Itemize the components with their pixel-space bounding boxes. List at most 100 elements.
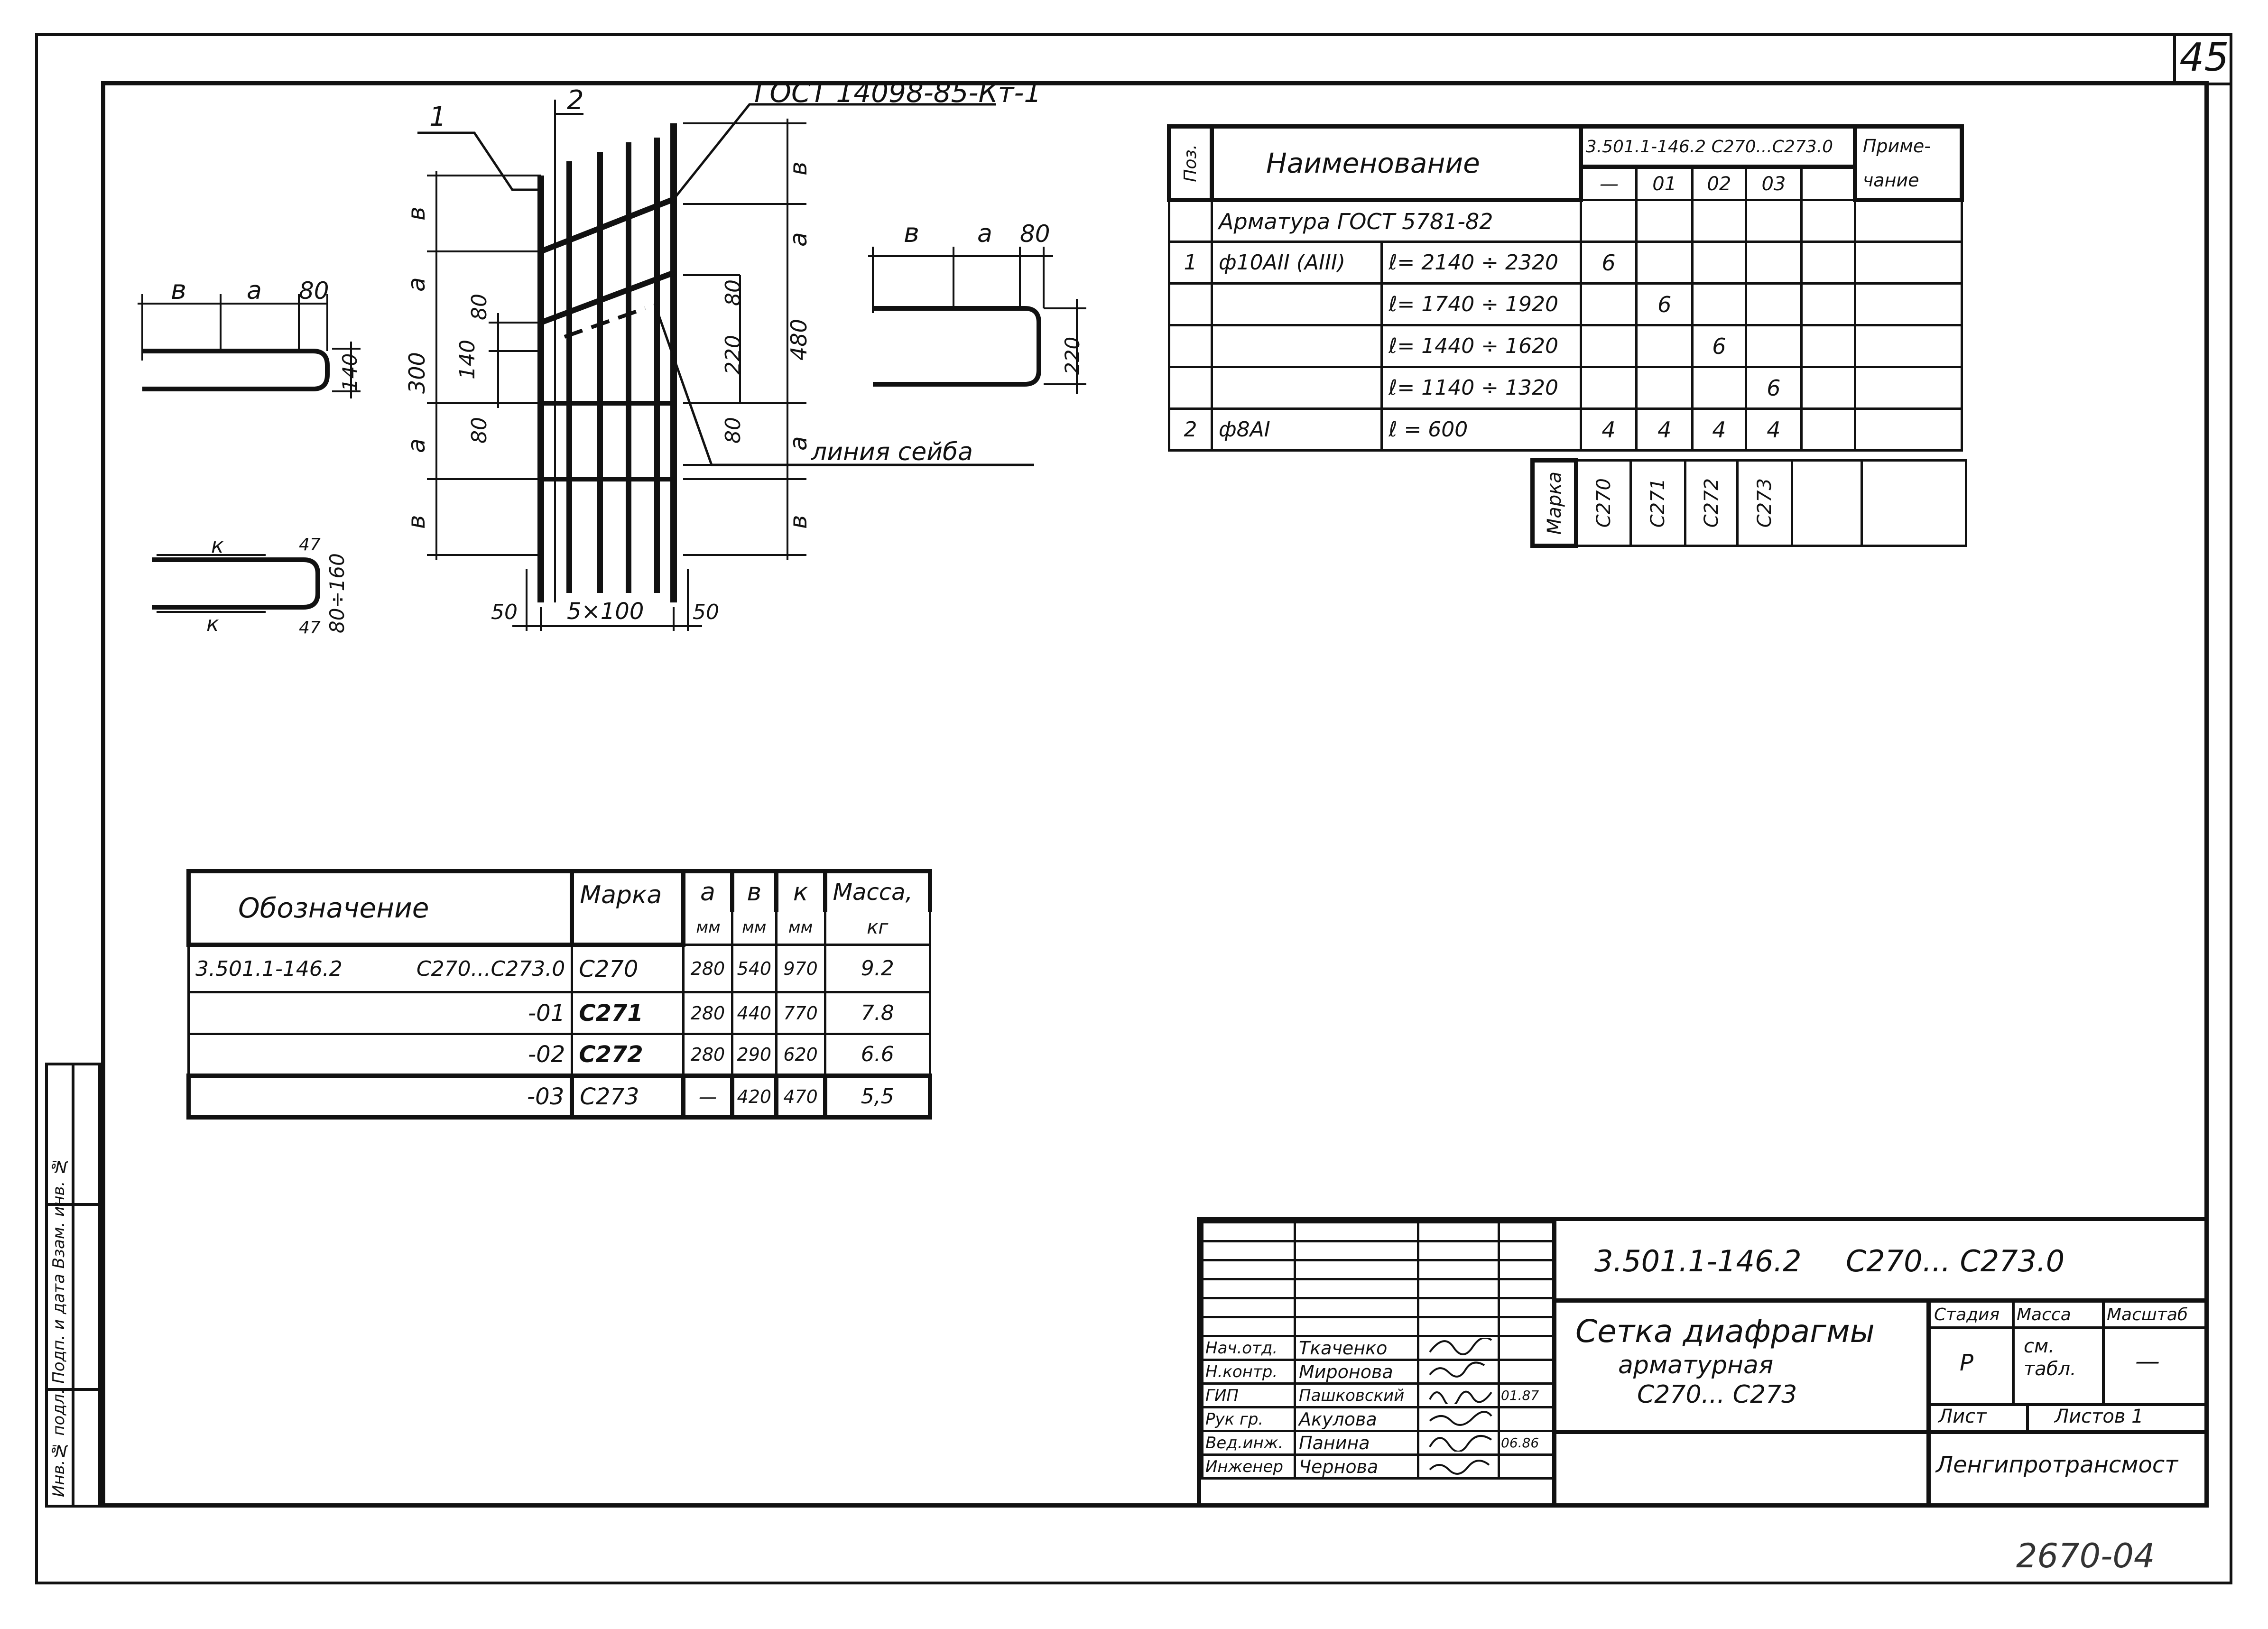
sheet-label: Лист xyxy=(1938,1406,1987,1427)
outer-frame xyxy=(35,33,2232,1584)
dim-right-inner-80-bottom: 80 xyxy=(721,417,745,444)
signer-row: Инженер Чернова xyxy=(1201,1453,1555,1480)
marks-row: -02 С272 280 290 620 6.6 xyxy=(187,1033,932,1077)
scale-value: — xyxy=(2135,1347,2160,1376)
dim-left-b-bottom: в xyxy=(403,515,430,529)
detail-left-b: в xyxy=(171,275,186,305)
marks-unit-b: мм xyxy=(731,911,778,946)
spec-header-pos: Поз. xyxy=(1166,124,1214,202)
dim-left-b-top: в xyxy=(403,207,430,221)
spec-header-name: Наименование xyxy=(1210,124,1583,202)
dim-right-a-bottom: а xyxy=(785,436,812,451)
organization: Ленгипротрансмост xyxy=(1936,1452,2178,1478)
sheets-count: Листов 1 xyxy=(2055,1406,2144,1427)
title-line-3: С270... С273 xyxy=(1637,1380,1797,1409)
marks-row: -01 С271 280 440 770 7.8 xyxy=(187,991,932,1035)
marks-header-mass: Масса, xyxy=(823,869,933,912)
detail-right-a: а xyxy=(977,220,992,248)
title-line-2: арматурная xyxy=(1618,1351,1774,1379)
signature xyxy=(1417,1382,1500,1408)
detail-k-r-top: 47 xyxy=(299,535,321,555)
dim-right-480: 480 xyxy=(786,319,812,361)
spec-table: Поз. Наименование 3.501.1-146.2 С270...С… xyxy=(1166,124,1964,452)
spec-mark-0: С270 xyxy=(1575,459,1632,547)
marks-row: 3.501.1-146.2 С270...С273.0 С270 280 540… xyxy=(187,944,932,993)
spec-row: 2 ф8АI ℓ = 600 4 4 4 4 xyxy=(1167,407,1963,452)
signer-row: Нач.отд. Ткаченко xyxy=(1201,1335,1555,1361)
spec-mark-1: С271 xyxy=(1629,459,1686,547)
title-code: 3.501.1-146.2 xyxy=(1594,1244,1802,1278)
detail-left-140: 140 xyxy=(338,353,361,391)
marks-header-designation: Обозначение xyxy=(186,869,574,947)
spec-row: ℓ= 1140 ÷ 1320 6 xyxy=(1167,366,1963,410)
detail-right-220: 220 xyxy=(1061,337,1084,375)
pos-label-2: 2 xyxy=(567,85,584,116)
marks-unit-a: мм xyxy=(682,911,733,946)
stage-label: Стадия xyxy=(1934,1305,2000,1324)
spec-variant-1: 01 xyxy=(1635,166,1694,201)
marks-row: -03 С273 — 420 470 5,5 xyxy=(186,1074,933,1120)
spec-row: Арматура ГОСТ 5781-82 xyxy=(1167,199,1963,243)
detail-right-b: в xyxy=(904,218,919,249)
scale-label: Масштаб xyxy=(2107,1305,2188,1324)
spec-mark-2: С272 xyxy=(1684,459,1739,547)
spec-row: 1 ф10АII (АIII) ℓ= 2140 ÷ 2320 6 xyxy=(1167,241,1963,285)
stage-value: Р xyxy=(1960,1350,1973,1376)
marks-header-mark: Марка xyxy=(570,869,685,947)
detail-left-a: а xyxy=(247,277,262,305)
dim-right-inner-80-top: 80 xyxy=(721,279,745,306)
marks-header-k: к xyxy=(774,869,827,912)
weld-line-label: линия сейба xyxy=(811,438,973,466)
spec-variant-empty xyxy=(1800,166,1856,201)
marks-header-b: в xyxy=(730,869,778,912)
dim-inner-140: 140 xyxy=(455,340,480,379)
spec-row: ℓ= 1740 ÷ 1920 6 xyxy=(1167,282,1963,326)
spec-header-doc: 3.501.1-146.2 С270...С273.0 xyxy=(1578,124,1857,169)
dim-bottom-5x100: 5×100 xyxy=(567,598,644,625)
dim-inner-80-top: 80 xyxy=(467,294,491,320)
signer-row: Вед.инж. Панина 06.86 xyxy=(1201,1430,1555,1456)
signature xyxy=(1417,1359,1500,1385)
marks-unit-k: мм xyxy=(775,911,826,946)
dim-left-a-top: а xyxy=(403,277,430,292)
title-line-1: Сетка диафрагмы xyxy=(1575,1313,1875,1350)
dim-right-inner-220: 220 xyxy=(721,335,745,375)
spec-header-note: Приме- чание xyxy=(1852,124,1964,202)
spec-variant-2: 02 xyxy=(1691,166,1747,201)
spec-marks-row: Марка С270 С271 С272 С273 xyxy=(1530,458,1967,548)
detail-right-80: 80 xyxy=(1020,220,1050,248)
detail-k-r-bottom: 47 xyxy=(299,618,321,638)
archive-number: 2670-04 xyxy=(2016,1536,2155,1575)
signers-table: Нач.отд. Ткаченко Н.контр. Миронова ГИП … xyxy=(1201,1221,1555,1480)
spec-mark-3: С273 xyxy=(1736,459,1793,547)
dim-right-a-top: а xyxy=(785,232,812,247)
detail-k-height: 80÷160 xyxy=(325,553,349,633)
pos-label-1: 1 xyxy=(429,102,446,132)
drawing-frame xyxy=(101,81,2209,1508)
detail-k-bottom: к xyxy=(206,612,219,636)
marks-table: Обозначение Марка а в к Масса, мм мм мм … xyxy=(186,869,933,1120)
title-block: Нач.отд. Ткаченко Н.контр. Миронова ГИП … xyxy=(1197,1217,2209,1508)
dim-right-b-bottom: в xyxy=(785,515,812,529)
sheet-number: 45 xyxy=(2173,33,2232,85)
dim-left-a-bottom: а xyxy=(403,438,430,453)
signature xyxy=(1417,1406,1500,1432)
spec-variant-3: 03 xyxy=(1744,166,1803,201)
spec-variant-0: — xyxy=(1579,166,1638,201)
spec-marka-label: Марка xyxy=(1530,458,1578,548)
dim-inner-80-bottom: 80 xyxy=(467,417,491,444)
signer-row: Н.контр. Миронова xyxy=(1201,1359,1555,1385)
mass-label: Масса xyxy=(2017,1305,2071,1324)
mass-value: см. табл. xyxy=(2024,1335,2076,1380)
spec-row: ℓ= 1440 ÷ 1620 6 xyxy=(1167,324,1963,368)
title-marks-range: С270... С273.0 xyxy=(1846,1244,2065,1278)
signature xyxy=(1417,1335,1500,1361)
signer-row: Рук гр. Акулова xyxy=(1201,1406,1555,1432)
dim-left-300: 300 xyxy=(404,352,430,394)
detail-k-top: к xyxy=(211,534,224,558)
dim-bottom-50-right: 50 xyxy=(693,600,719,624)
side-stamp: Инв.№ подл. Подп. и дата Взам. инв. № xyxy=(45,1063,101,1508)
marks-unit-kg: кг xyxy=(824,911,932,946)
signer-row: ГИП Пашковский 01.87 xyxy=(1201,1382,1555,1408)
